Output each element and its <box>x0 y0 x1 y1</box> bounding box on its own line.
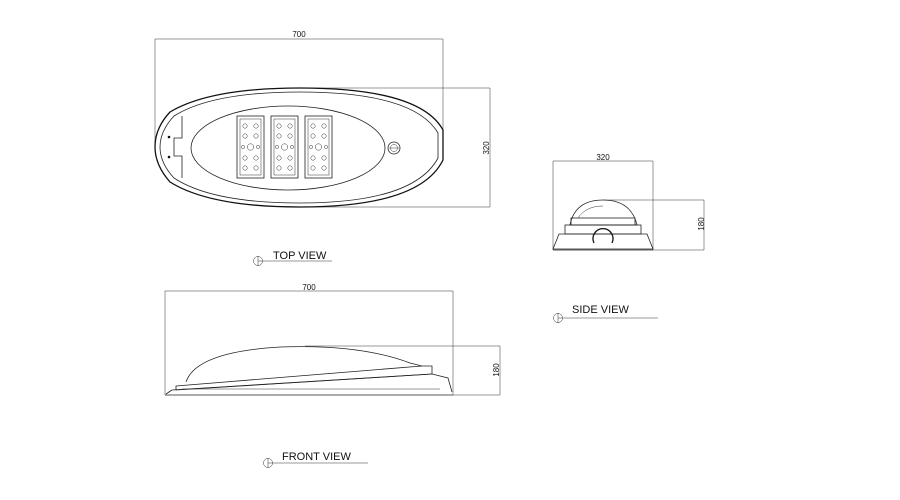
side-view-width-dimension: 320 <box>552 153 654 250</box>
sensor-icon <box>387 141 401 155</box>
top-view-title: TOP VIEW <box>273 250 327 262</box>
front-view-title: FRONT VIEW <box>282 451 351 463</box>
side-view-label: SIDE VIEW <box>553 304 658 323</box>
side-view-title: SIDE VIEW <box>572 304 629 316</box>
front-view-label: FRONT VIEW <box>263 451 368 468</box>
top-view-height-dimension: 320 <box>300 87 491 208</box>
top-view-height-label: 320 <box>482 141 491 155</box>
side-view: 320 180 SIDE VIEW <box>552 153 706 323</box>
side-view-height-label: 180 <box>697 217 706 231</box>
led-module-2 <box>270 115 299 179</box>
top-view-width-label: 700 <box>292 30 306 39</box>
top-view: 700 320 <box>154 30 491 266</box>
led-module-3 <box>304 115 333 179</box>
side-view-width-label: 320 <box>596 153 610 162</box>
front-view-width-label: 700 <box>302 283 316 292</box>
side-view-height-dimension: 180 <box>603 199 706 251</box>
top-view-label: TOP VIEW <box>253 250 332 266</box>
front-view-height-label: 180 <box>492 363 501 377</box>
front-view: 700 180 FRONT VIEW <box>164 283 501 468</box>
top-view-width-dimension: 700 <box>154 30 444 145</box>
led-module-1 <box>236 115 265 179</box>
front-view-width-dimension: 700 <box>164 283 454 395</box>
side-view-body <box>552 199 654 251</box>
front-view-body <box>165 346 453 396</box>
lamp-housing-outline <box>154 87 444 208</box>
front-view-height-dimension: 180 <box>305 345 501 396</box>
lens-outline <box>190 105 386 191</box>
